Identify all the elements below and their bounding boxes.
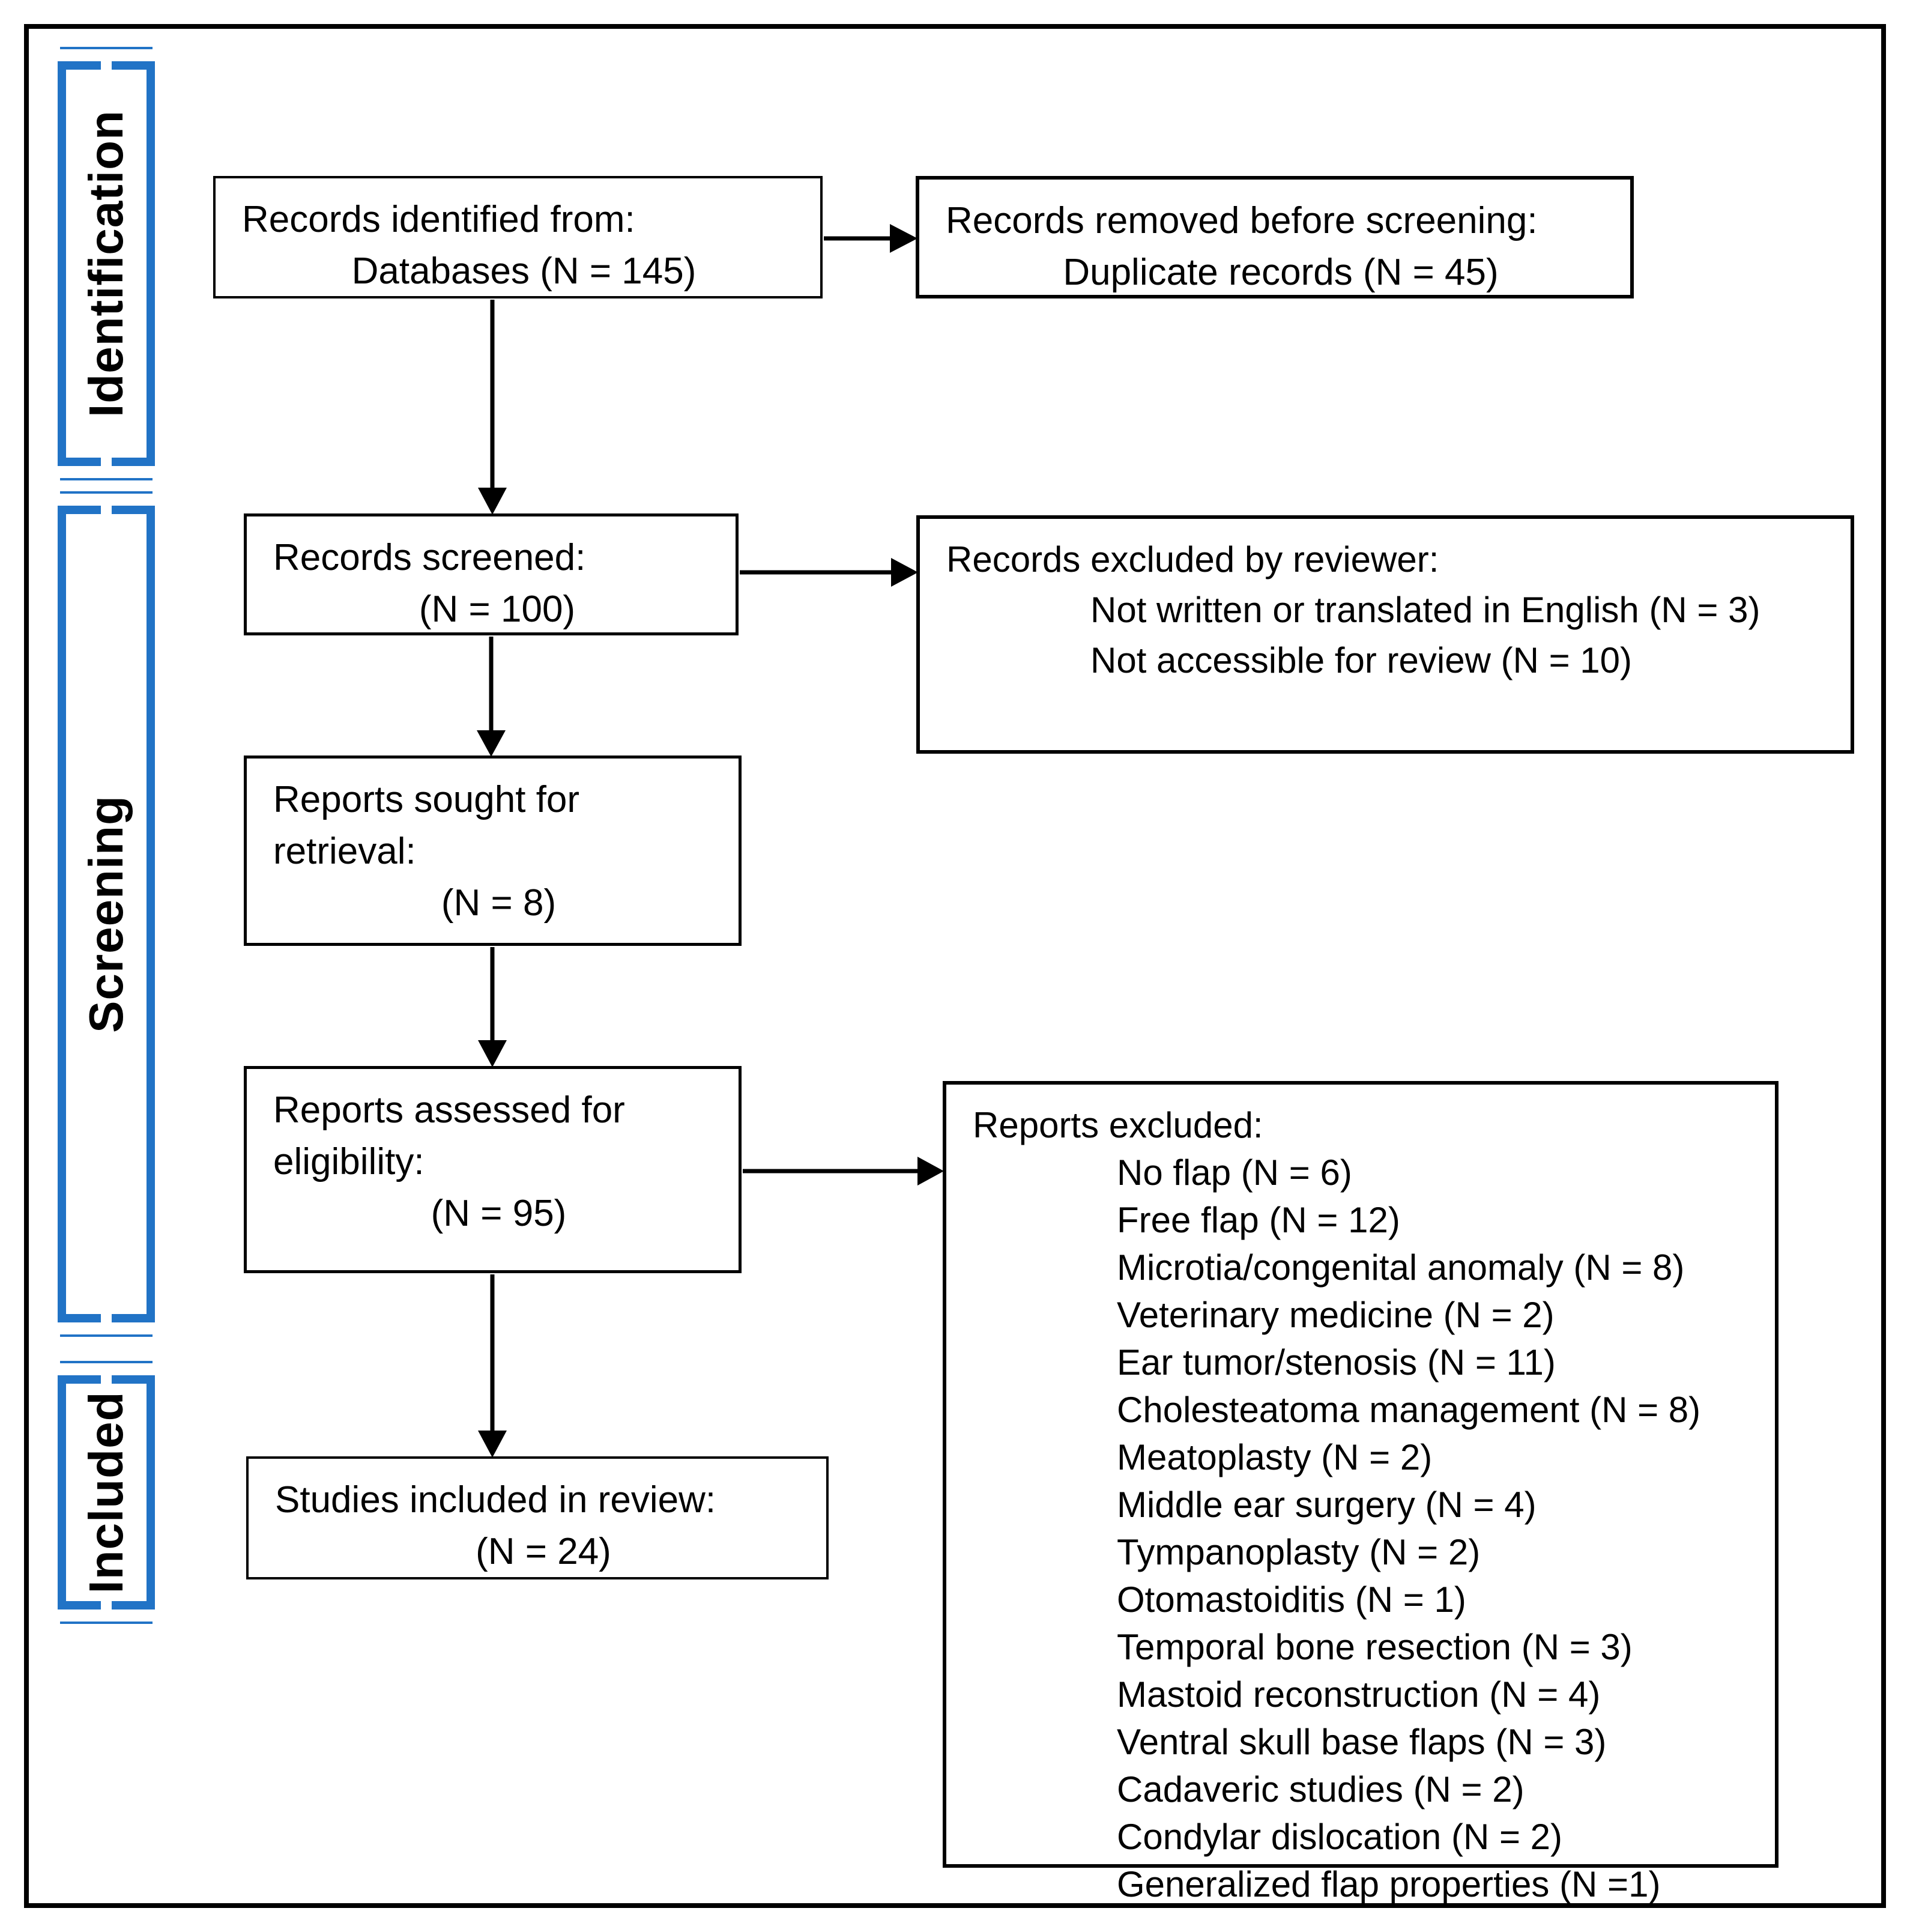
box-text-line: Databases (N = 145) (351, 250, 697, 292)
stage-bracket-identification: Identification (58, 47, 155, 480)
figure-border (24, 24, 1886, 1908)
bracket-left-bar (58, 1375, 101, 1609)
box-text-line: (N = 100) (419, 589, 576, 630)
arrow-identified-to-screened (478, 300, 507, 515)
arrow-screened-to-sought (477, 637, 506, 757)
box-text-line: Records identified from: (242, 199, 635, 240)
box-text-line: Reports sought for (273, 779, 580, 820)
box-text-line: (N = 95) (431, 1193, 567, 1234)
exclusion-reason: Free flap (N = 12) (1117, 1200, 1400, 1240)
exclusion-reason: Tympanoplasty (N = 2) (1117, 1532, 1481, 1572)
arrow-screened-to-excluded (740, 558, 918, 587)
box-reports-sought: Reports sought for retrieval: (N = 8) (244, 756, 742, 946)
exclusion-reason: Middle ear surgery (N = 4) (1117, 1485, 1537, 1525)
bracket-right-bar (112, 506, 155, 1322)
box-records-screened: Records screened: (N = 100) (244, 513, 739, 635)
box-text-line: Reports assessed for (273, 1089, 625, 1131)
bracket-right-bar (112, 1375, 155, 1609)
box-text-line: eligibility: (273, 1141, 425, 1183)
box-text-line: retrieval: (273, 831, 416, 872)
exclusion-reason: Not accessible for review (N = 10) (1090, 640, 1632, 680)
exclusion-reason: Veterinary medicine (N = 2) (1117, 1295, 1555, 1335)
box-reports-excluded: Reports excluded: No flap (N = 6) Free f… (943, 1081, 1779, 1904)
box-text-line: Studies included in review: (275, 1479, 716, 1521)
arrow-assessed-to-included (478, 1274, 507, 1458)
exclusion-reason: Cadaveric studies (N = 2) (1117, 1769, 1525, 1809)
exclusion-reason: No flap (N = 6) (1117, 1152, 1352, 1193)
box-text-line: Reports excluded: (973, 1105, 1263, 1145)
box-text-line: Records excluded by reviewer: (946, 539, 1439, 580)
box-records-identified: Records identified from: Databases (N = … (213, 176, 823, 298)
box-reports-assessed: Reports assessed for eligibility: (N = 9… (244, 1066, 742, 1273)
exclusion-reason: Generalized flap properties (N =1) (1117, 1864, 1661, 1904)
arrow-sought-to-assessed (478, 947, 507, 1067)
bracket-left-bar (58, 61, 101, 466)
bracket-right-bar (112, 61, 155, 466)
stage-bracket-screening: Screening (58, 491, 155, 1337)
arrow-identified-to-removed (824, 224, 917, 253)
exclusion-reason: Condylar dislocation (N = 2) (1117, 1817, 1563, 1857)
box-text-line: Duplicate records (N = 45) (1063, 252, 1499, 293)
exclusion-reason: Not written or translated in English (N … (1090, 590, 1760, 630)
bracket-left-bar (58, 506, 101, 1322)
box-text-line: (N = 24) (476, 1531, 611, 1572)
exclusion-reason: Cholesteatoma management (N = 8) (1117, 1390, 1701, 1430)
exclusion-reason: Ventral skull base flaps (N = 3) (1117, 1722, 1607, 1762)
exclusion-reason: Ear tumor/stenosis (N = 11) (1117, 1342, 1556, 1382)
box-records-excluded-reviewer: Records excluded by reviewer: Not writte… (916, 515, 1854, 754)
exclusion-reason: Meatoplasty (N = 2) (1117, 1437, 1433, 1477)
exclusion-reason: Microtia/congenital anomaly (N = 8) (1117, 1247, 1685, 1288)
box-text-line: Records removed before screening: (946, 200, 1538, 241)
stage-bracket-included: Included (58, 1361, 155, 1624)
box-text-line: (N = 8) (441, 882, 557, 924)
box-text-line: Records screened: (273, 537, 586, 578)
exclusion-reason: Mastoid reconstruction (N = 4) (1117, 1674, 1601, 1715)
arrow-assessed-to-excluded (743, 1157, 944, 1186)
box-studies-included: Studies included in review: (N = 24) (246, 1456, 829, 1579)
exclusion-reason: Temporal bone resection (N = 3) (1117, 1627, 1633, 1667)
box-records-removed: Records removed before screening: Duplic… (916, 176, 1634, 298)
exclusion-reason: Otomastoiditis (N = 1) (1117, 1579, 1466, 1620)
